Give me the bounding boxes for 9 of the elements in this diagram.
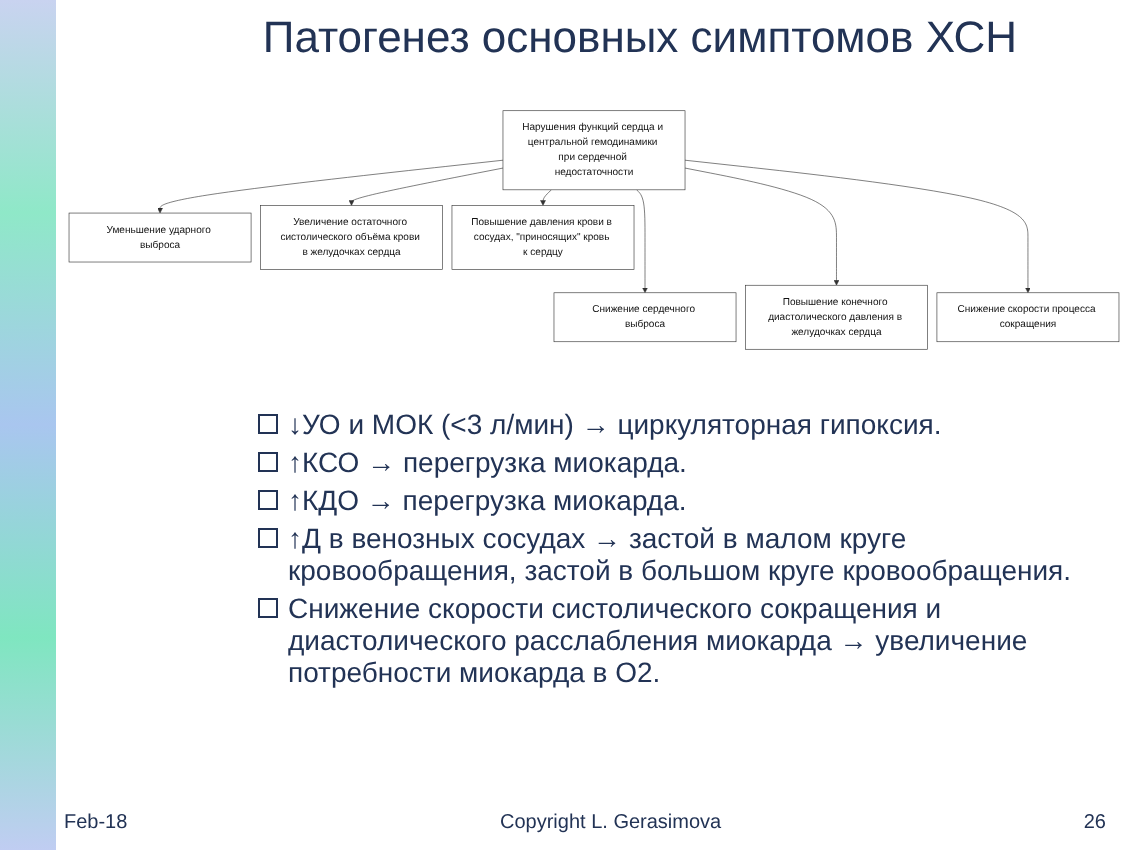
bullet-text: Снижение скорости систолического сокращения и диастолического расслабления миокарда → увеличение потребности миокарда в О2. — [256, 592, 1116, 688]
copyright-note: Copyright L. Gerasimova — [500, 812, 722, 834]
page-number: 26 — [1083, 812, 1106, 834]
bullet-text: ↓УО и МОК (<3 л/мин) → циркуляторная гипоксия. — [256, 408, 1116, 440]
bullet-text: ↑КСО → перегрузка миокарда. — [256, 446, 1116, 478]
slide-date: Feb-18 — [64, 812, 128, 834]
bullet-text: ↑Д в венозных сосудах → застой в малом круге кровообращения, застой в большом круге кровообращения. — [256, 522, 1116, 586]
bullet-text: ↑КДО → перегрузка миокарда. — [256, 484, 1116, 516]
slide-title: Патогенез основных симптомов ХСН — [260, 12, 1020, 64]
